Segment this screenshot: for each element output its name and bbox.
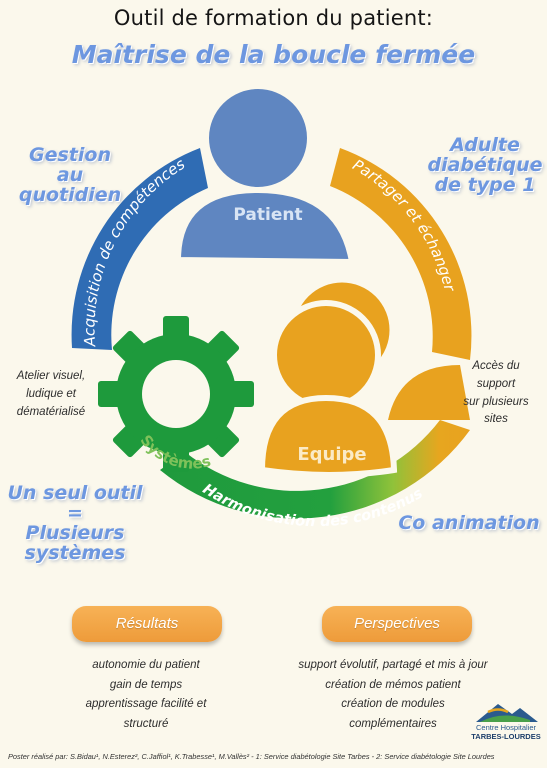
dematerialise-line: dématérialisé — [16, 405, 86, 418]
patient-figure — [174, 83, 356, 266]
arc-orange — [330, 148, 472, 360]
support-line: support — [476, 377, 516, 390]
sites-line: sites — [484, 413, 508, 426]
diabetique-line: diabétique — [427, 153, 543, 176]
un-seul-outil-text: Un seul outil = Plusieurs systèmes — [0, 482, 150, 564]
gestion-quotidien-text: Gestion au quotidien — [14, 144, 126, 206]
ludique-line: ludique et — [26, 387, 76, 400]
logo-line1: Centre Hospitalier — [475, 723, 537, 732]
perspectives-list: support évolutif, partagé et mis à jour … — [288, 656, 498, 734]
list-item: support évolutif, partagé et mis à jour — [298, 659, 488, 671]
equipe-label: Equipe — [297, 444, 366, 465]
systemes-line: systèmes — [24, 541, 126, 564]
poster-title: Outil de formation du patient: — [113, 6, 434, 30]
hospital-logo: Centre Hospitalier TARBES-LOURDES — [468, 698, 544, 748]
equipe-figure — [258, 277, 470, 478]
resultats-list: autonomie du patient gain de temps appre… — [52, 656, 240, 734]
arc-blue — [71, 148, 208, 350]
resultats-badge: Résultats — [72, 606, 222, 642]
logo-text: Centre Hospitalier TARBES-LOURDES — [468, 723, 544, 741]
logo-line2: TARBES-LOURDES — [471, 731, 541, 741]
gear-icon — [98, 316, 254, 472]
list-item: gain de temps — [109, 678, 183, 691]
acces-support-text: Accès du support sur plusieurs sites — [448, 358, 544, 429]
au-line: au — [56, 163, 84, 186]
acces-line: Accès du — [472, 360, 520, 372]
plusieurs-sys-line: Plusieurs — [25, 521, 125, 544]
perspectives-badge: Perspectives — [322, 606, 472, 642]
atelier-line: Atelier visuel, — [16, 370, 86, 382]
adulte-diabetique-text: Adulte diabétique de type 1 — [424, 134, 546, 196]
footer-credits: Poster réalisé par: S.Bidau¹, N.Esterez²… — [8, 752, 495, 761]
mountain-logo-icon — [476, 704, 538, 722]
adulte-line: Adulte — [450, 134, 520, 156]
list-item: création de mémos patient — [325, 678, 461, 691]
list-item: création de modules — [341, 698, 445, 711]
list-item: structuré — [123, 717, 169, 730]
equals-line: = — [67, 501, 83, 524]
list-item: autonomie du patient — [92, 659, 200, 671]
list-item: apprentissage facilité et — [85, 698, 207, 711]
type1-line: de type 1 — [434, 173, 536, 196]
poster-subtitle: Maîtrise de la boucle fermée — [71, 40, 476, 69]
patient-label: Patient — [233, 205, 302, 225]
plusieurs-line: sur plusieurs — [463, 395, 529, 408]
co-animation-text: Co animation — [398, 512, 540, 534]
list-item: complémentaires — [349, 717, 437, 730]
arc-green — [160, 420, 470, 519]
quotidien-line: quotidien — [18, 183, 122, 206]
gestion-line: Gestion — [29, 144, 111, 166]
un-seul-outil-line: Un seul outil — [7, 482, 143, 504]
atelier-visuel-text: Atelier visuel, ludique et dématérialisé — [2, 368, 100, 421]
